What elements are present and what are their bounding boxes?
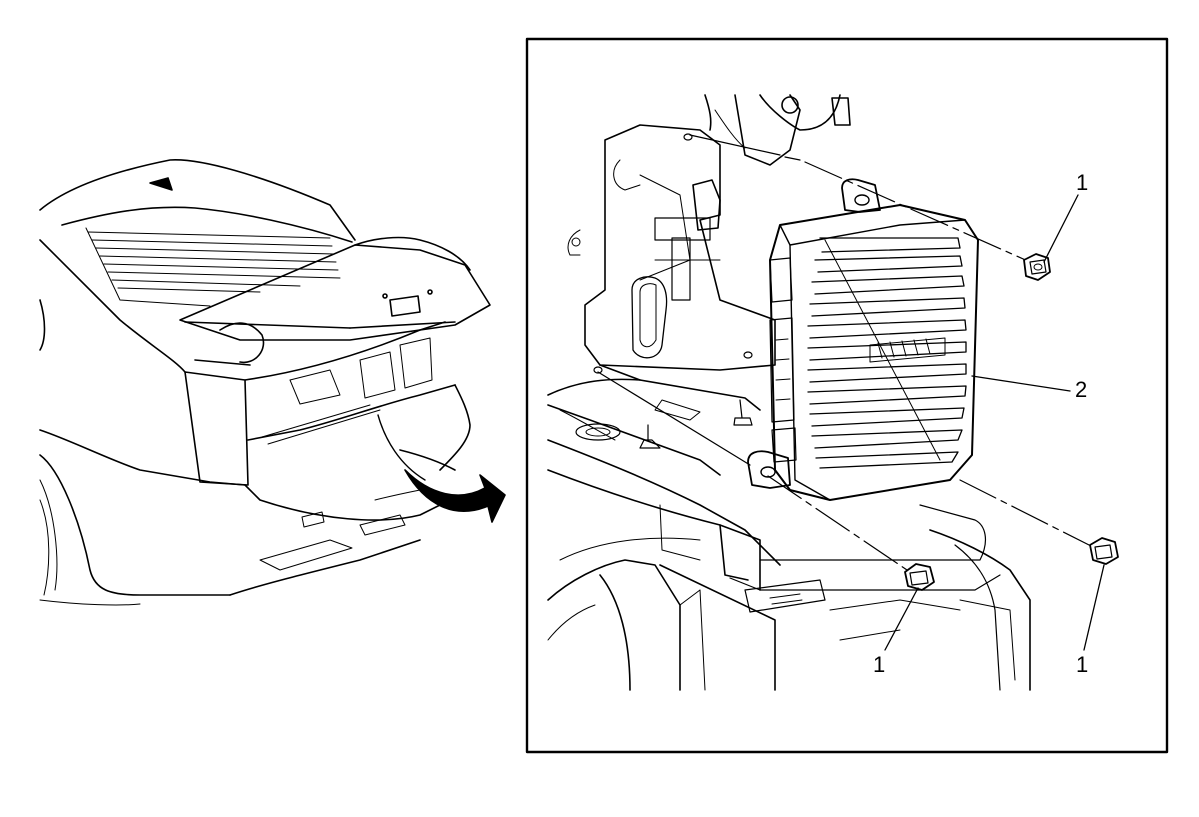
callout-fastener-bottom-right: 1 — [1076, 652, 1089, 677]
antenna-icon — [149, 177, 173, 191]
leader-module — [971, 375, 1071, 392]
leader-top — [1043, 194, 1079, 263]
leader-bottom-left — [884, 587, 919, 651]
heat-sink-fins — [807, 237, 967, 469]
fastener-bottom-right — [1089, 537, 1119, 565]
callout-module: 2 — [1075, 377, 1088, 402]
amplifier-module — [747, 178, 979, 501]
callout-fastener-top: 1 — [1076, 170, 1089, 195]
fastener-top — [1023, 253, 1051, 281]
fastener-bottom-left — [904, 563, 935, 591]
leader-bottom-right — [1083, 564, 1105, 651]
trunk-handle — [389, 295, 421, 317]
detail-view — [547, 94, 1119, 691]
vehicle-rear-overview — [39, 159, 506, 606]
detail-frame — [525, 37, 1169, 754]
callout-fastener-bottom-left: 1 — [873, 652, 886, 677]
rear-window — [85, 227, 341, 307]
curved-arrow-icon — [404, 469, 506, 523]
